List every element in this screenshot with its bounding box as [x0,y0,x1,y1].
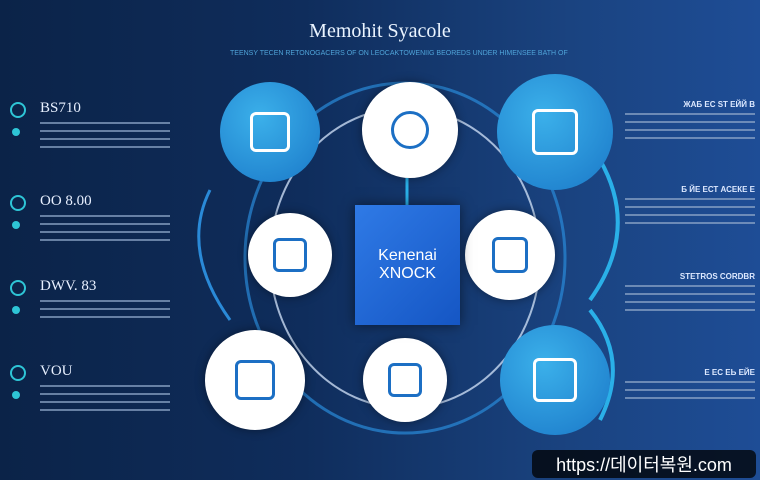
section-heading: ЖАБ ЕС ST ЕЙЙ В [683,100,755,109]
section-heading: STETROS CORDBR [679,272,755,281]
node-house [497,74,613,190]
lock-icon [12,306,20,314]
page-title: Memohit Syacole [309,20,451,42]
node-calculator [205,330,305,430]
right-section-3: STETROS CORDBR [625,272,755,317]
shield-icon [390,110,430,150]
section-heading: OO 8.00 [40,193,92,209]
page-subtitle: TEENSY TECEN RETONOGACERS OF ON LEOCAKTO… [230,50,570,57]
section-heading: VOU [40,363,73,379]
center-card-line1: Kenenai [378,247,437,264]
node-shield [362,82,458,178]
bank-icon [533,358,577,402]
calculator-icon [235,360,275,400]
node-bank [500,325,610,435]
section-heading: DWV. 83 [40,278,97,294]
center-card-line2: XNOCK [379,265,436,282]
cloud-icon [12,391,20,399]
right-section-2: Б ЙЕ ЕСТ АСЕКЕ Е [625,185,755,230]
key-icon [10,280,26,296]
target-icon [10,102,26,118]
house-icon [531,108,579,156]
server-icon [250,112,290,152]
document-icon [273,238,307,272]
section-heading: Е ЕС ЕЬ ЕЙЕ [704,368,755,377]
node-document [248,213,332,297]
dot-icon [12,128,20,136]
center-card: Kenenai XNOCK [355,205,460,325]
right-section-1: ЖАБ ЕС ST ЕЙЙ В [625,100,755,145]
node-server [220,82,320,182]
monitor-icon [492,237,528,273]
section-heading: Б ЙЕ ЕСТ АСЕКЕ Е [681,185,755,194]
node-device [363,338,447,422]
node-monitor [465,210,555,300]
chip-icon [10,365,26,381]
dot-icon [12,221,20,229]
watermark: https://데이터복원.com [532,450,756,478]
right-section-4: Е ЕС ЕЬ ЕЙЕ [625,368,755,405]
section-heading: BS710 [40,100,81,116]
gauge-icon [10,195,26,211]
device-icon [388,363,422,397]
